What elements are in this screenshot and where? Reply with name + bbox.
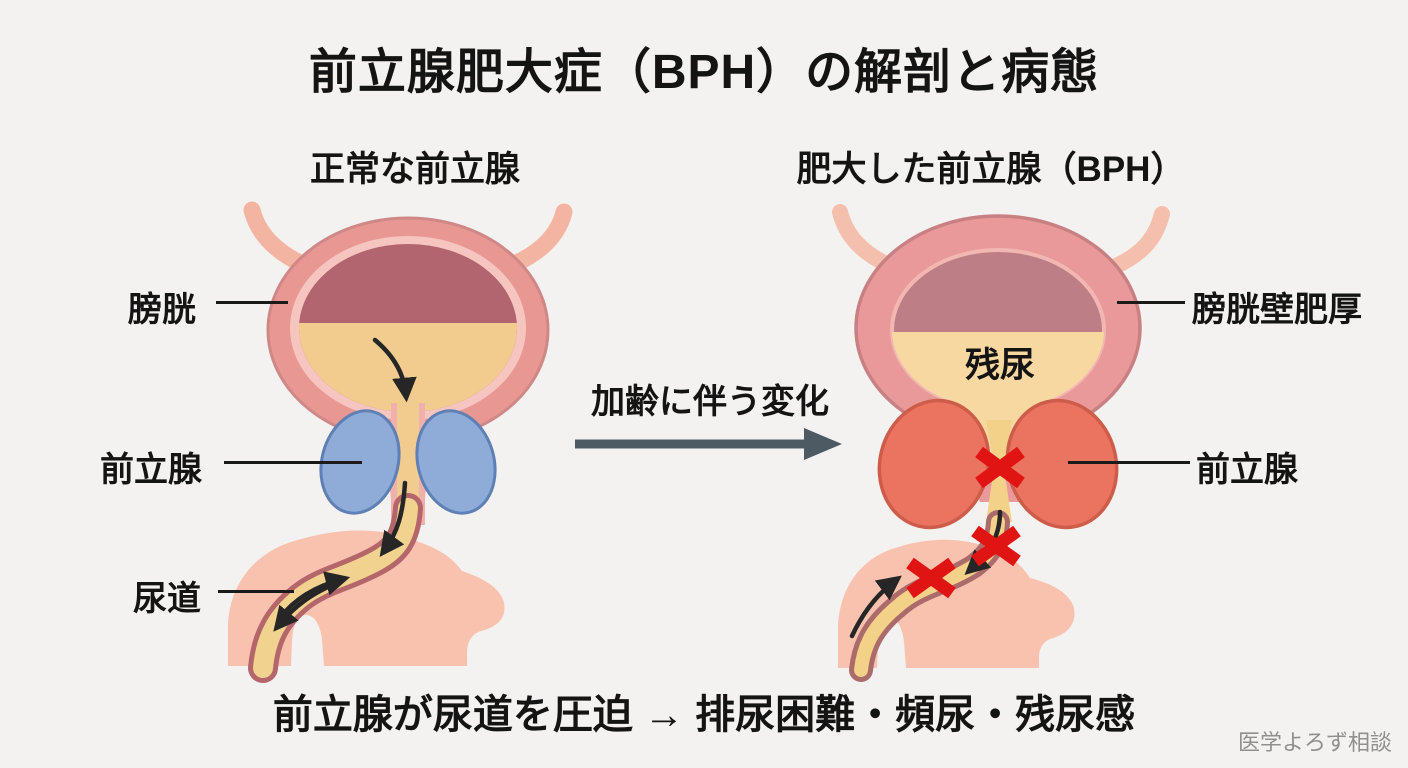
obstruction-x-icon: [971, 525, 1021, 567]
bladder-flow-arrow-icon: [372, 337, 417, 403]
right-ureter-shape: [1108, 206, 1170, 274]
normal-anatomy-figure: [228, 201, 573, 683]
bladder-wall-lead-line: [1117, 301, 1185, 304]
pelvic-tissue-shape: [228, 530, 505, 666]
left-panel-subtitle: 正常な前立腺: [309, 150, 520, 189]
pelvic-tissue-shape: [838, 539, 1075, 668]
page-title: 前立腺肥大症（BPH）の解剖と病態: [308, 46, 1100, 99]
left-ureter-shape: [243, 201, 313, 274]
transition-arrow-icon: [575, 428, 842, 460]
right-panel-subtitle: 肥大した前立腺（BPH）: [796, 150, 1186, 189]
prostate-right-lobe-shape: [415, 409, 497, 515]
left-ureter-shape: [832, 204, 894, 272]
urethra-exit-arrow-icon: [273, 583, 333, 632]
residual-urine-label: 残尿: [964, 346, 1035, 385]
prostate-label: 前立腺: [100, 451, 202, 489]
obstruction-x-icon: [906, 557, 956, 599]
symptoms-caption: 前立腺が尿道を圧迫 → 排尿困難・頻尿・残尿感: [272, 693, 1136, 737]
prostate-lead-line: [224, 461, 362, 464]
right-ureter-shape: [503, 203, 573, 274]
bladder-wall-thickening-label: 膀胱壁肥厚: [1192, 291, 1362, 329]
enlarged-prostate-lead-line: [1068, 461, 1190, 464]
transition-label: 加齢に伴う変化: [591, 383, 829, 421]
bladder-label: 膀胱: [128, 291, 196, 329]
urethra-label: 尿道: [133, 580, 201, 618]
urethra-flow-arrow-icon: [849, 575, 902, 639]
urethra-lead-line: [218, 590, 294, 593]
bph-anatomy-figure: [832, 204, 1170, 682]
watermark: 医学よろず相談: [1237, 730, 1392, 755]
enlarged-prostate-label: 前立腺: [1196, 451, 1298, 489]
urethra-flow-arrow-icon: [379, 480, 408, 557]
bladder-lead-line: [216, 301, 288, 304]
obstruction-x-icon: [975, 446, 1025, 489]
